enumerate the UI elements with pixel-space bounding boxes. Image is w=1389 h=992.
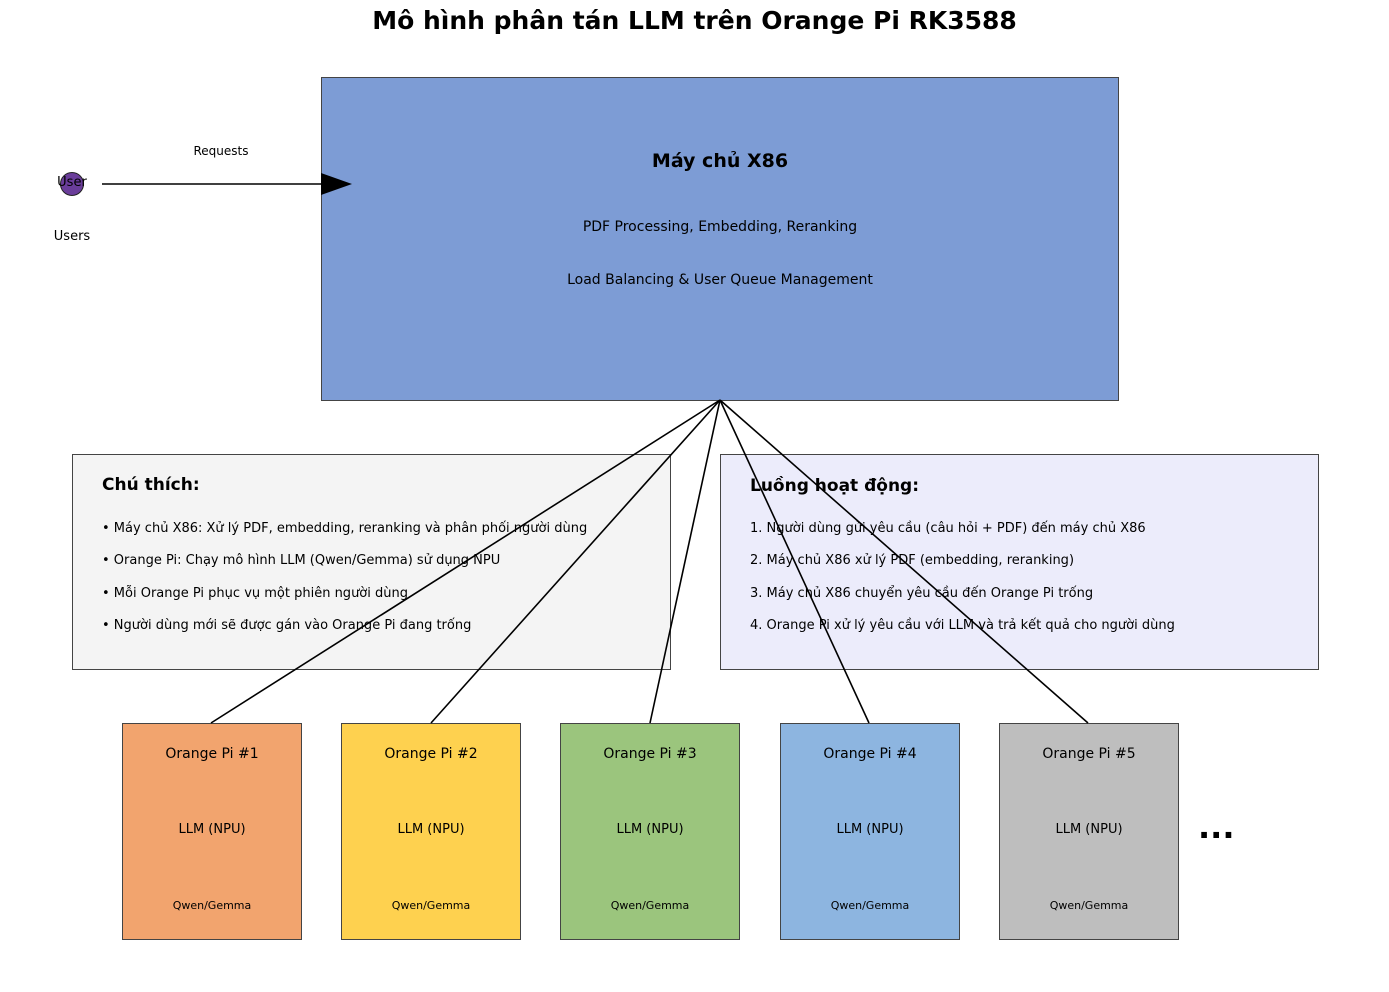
node-model: Qwen/Gemma [610,899,690,912]
node-llm: LLM (NPU) [178,822,246,837]
orange-pi-node-1 [122,723,302,940]
legend-title: Chú thích: [102,475,200,495]
legend-item: • Mỗi Orange Pi phục vụ một phiên người … [102,586,408,601]
users-label: Users [53,229,91,244]
legend-item: • Người dùng mới sẽ được gán vào Orange … [102,618,472,633]
legend-item: • Máy chủ X86: Xử lý PDF, embedding, rer… [102,521,588,536]
node-llm: LLM (NPU) [836,822,904,837]
flow-step: 3. Máy chủ X86 chuyển yêu cầu đến Orange… [750,586,1094,601]
more-nodes-indicator: ... [1198,808,1235,846]
node-name: Orange Pi #2 [384,746,478,762]
flow-step: 2. Máy chủ X86 xử lý PDF (embedding, rer… [750,553,1075,568]
requests-label: Requests [193,144,249,158]
node-name: Orange Pi #3 [603,746,697,762]
node-name: Orange Pi #4 [823,746,917,762]
node-name: Orange Pi #1 [165,746,259,762]
orange-pi-node-5 [999,723,1179,940]
orange-pi-node-3 [560,723,740,940]
node-model: Qwen/Gemma [172,899,252,912]
node-llm: LLM (NPU) [616,822,684,837]
node-name: Orange Pi #5 [1042,746,1136,762]
orange-pi-node-2 [341,723,521,940]
node-llm: LLM (NPU) [397,822,465,837]
legend-item: • Orange Pi: Chạy mô hình LLM (Qwen/Gemm… [102,553,501,568]
flow-title: Luồng hoạt động: [750,476,920,496]
flow-step: 1. Người dùng gửi yêu cầu (câu hỏi + PDF… [750,521,1146,536]
x86-server-box [321,77,1119,401]
x86-server-line: PDF Processing, Embedding, Reranking [582,219,858,235]
node-model: Qwen/Gemma [391,899,471,912]
diagram-title: Mô hình phân tán LLM trên Orange Pi RK35… [372,6,1017,35]
node-llm: LLM (NPU) [1055,822,1123,837]
x86-server-title: Máy chủ X86 [651,150,789,172]
orange-pi-node-4 [780,723,960,940]
user-icon-label: User [57,175,87,190]
node-model: Qwen/Gemma [1049,899,1129,912]
node-model: Qwen/Gemma [830,899,910,912]
x86-server-line: Load Balancing & User Queue Management [567,272,873,288]
user-icon [60,172,84,196]
flow-step: 4. Orange Pi xử lý yêu cầu với LLM và tr… [750,618,1175,633]
